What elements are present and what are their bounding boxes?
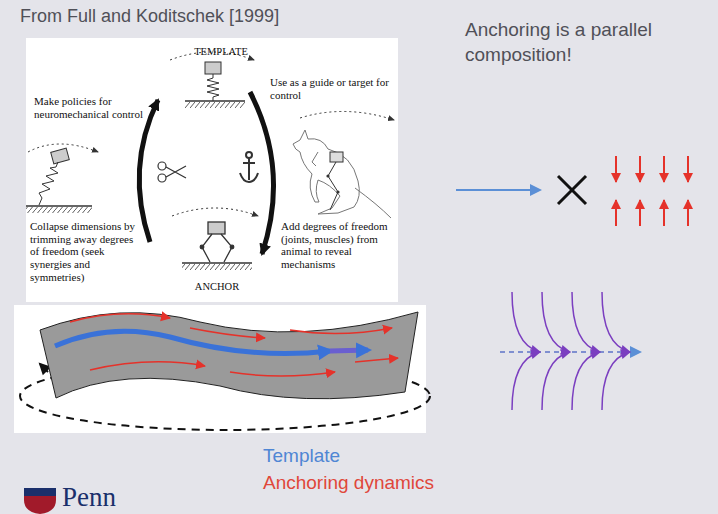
anchor-legged-model-part [172,208,258,216]
template-leaning-part [39,162,58,205]
penn-shield-part [24,488,56,514]
template-spring-mass-part [185,100,245,102]
kangaroo-illustration-part [355,188,391,218]
anchoring-flow-arrows [70,314,398,376]
penn-shield [24,488,56,514]
template-leaning-part [51,148,70,164]
anchor-legged-model-part [182,262,252,264]
composed-flow-part [512,292,540,352]
anchor-icon-part [246,152,252,158]
anchor-legged-model-part [182,264,252,270]
composed-flow-part [602,292,630,352]
template-spring-mass-part [185,102,245,108]
anchoring-arrows-part [615,200,617,226]
source-title: From Full and Koditschek [1999] [20,6,360,28]
scissors-icon-part [158,174,166,182]
template-arrow-part [456,189,540,191]
anchoring-arrows-part [615,156,617,182]
anchor-icon-part [243,162,255,164]
template-leaning-part [26,205,92,207]
anchoring-arrows-part [687,156,689,182]
manifold-panel-part [14,305,426,433]
kangaroo-illustration-part [336,190,339,193]
template-label: TEMPLATE [186,46,256,58]
anchoring-flow-arrows-part [290,328,392,334]
product-cross-part [558,176,586,204]
scissors-icon-part [158,162,166,170]
slide-heading: Anchoring is a parallel composition! [465,18,705,67]
anchoring-arrows-part [663,156,665,182]
composed-flow-part [512,352,540,410]
template-flow-arrow [55,331,368,353]
figure-panel-part [26,38,398,302]
anchoring-arrows-part [639,156,641,182]
anchoring-key: Anchoring dynamics [263,472,483,495]
template-spring-mass [170,52,254,108]
composed-flow-part [572,352,600,410]
manifold-panel [14,305,426,433]
scissors-icon [158,162,186,182]
anchoring-arrows [616,156,688,226]
note-text: Make policies for neuromechanical contro… [34,95,144,120]
anchoring-flow-arrows-part [190,328,265,338]
template-spring-mass-part [205,62,221,74]
kangaroo-illustration-part [328,162,338,210]
kangaroo-illustration [293,111,394,218]
template-flow-arrow-part [55,331,330,353]
product-cross [558,176,586,204]
anchor-icon [240,152,258,182]
anchoring-flow-arrows-part [90,362,205,370]
anchoring-flow-arrows-part [355,358,398,362]
penn-logo-text: Penn [62,483,182,511]
product-cross-part [558,176,586,204]
cycle-arrow-part [250,92,274,254]
scissors-icon-part [166,166,186,178]
kangaroo-illustration-part [312,152,318,166]
composed-flow [500,292,640,410]
anchoring-arrows-part [663,200,665,226]
anchoring-arrows-part [687,200,689,226]
template-spring-mass-part [207,74,219,101]
anchor-legged-model-part [200,245,204,249]
composed-flow-part [602,352,630,410]
template-key: Template [263,445,463,468]
note-text: Collapse dimensions by trimming away deg… [30,220,138,283]
anchoring-arrows-part [639,200,641,226]
note-text: Add degrees of freedom (joints, muscles)… [281,220,395,271]
template-leaning-part [26,207,92,213]
template-leaning [26,144,98,213]
anchoring-flow-arrows-part [70,314,170,322]
template-flow-arrow-part [330,350,368,351]
manifold-sheet-part [40,312,418,399]
manifold-sheet [40,312,418,399]
kangaroo-illustration-part [326,174,329,177]
penn-shield-part [24,488,56,496]
anchor-icon-part [240,173,258,182]
anchor-legged-model-part [208,222,225,234]
anchor-legged-model-part [230,245,234,249]
kangaroo-illustration-part [300,111,394,120]
anchoring-flow-arrows-part [230,372,335,376]
anchor-legged-model [172,208,258,270]
composed-flow-part [572,292,600,352]
kangaroo-illustration-part [293,130,359,214]
anchor-icon-part [248,158,250,180]
cycle-arrow [139,92,273,254]
anchor-label: ANCHOR [180,281,254,293]
composed-flow-part [542,292,570,352]
cycle-arrow-part [139,100,158,242]
composed-flow-part [542,352,570,410]
template-arrow [456,190,540,191]
note-text: Use as a guide or target for control [270,76,392,101]
dashed-orbit-part [40,364,48,372]
kangaroo-illustration-part [330,152,343,162]
figure-panel [26,38,398,302]
